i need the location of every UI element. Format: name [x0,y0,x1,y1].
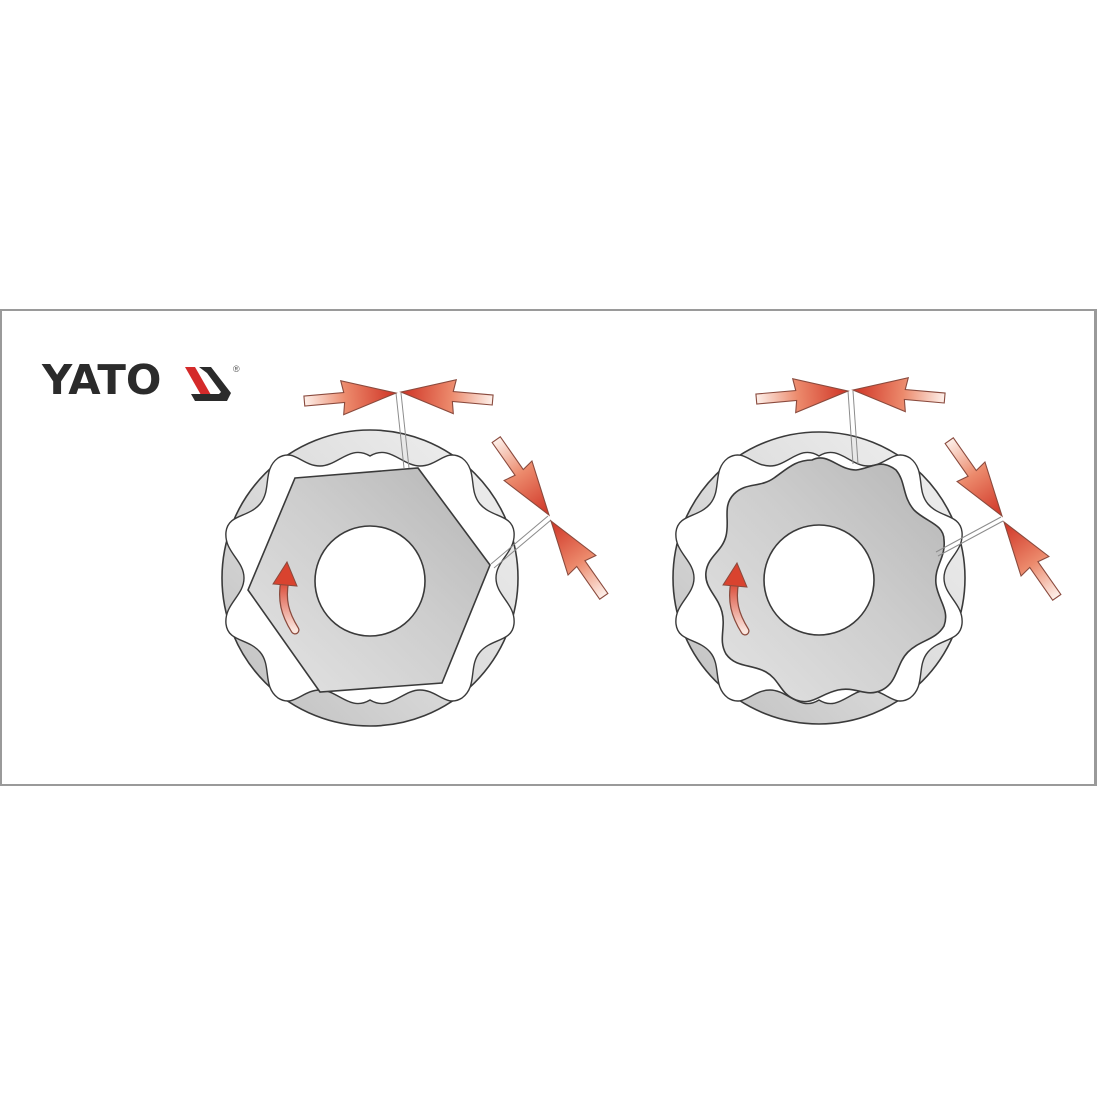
hex-nut-hole [314,525,426,637]
brand-name: YATO [42,356,162,404]
right-dimension-lines [847,390,1004,557]
left-top-arrows [302,374,495,419]
arrow-right-icon [302,375,399,419]
left-socket-hex [221,429,519,727]
arrow-left-icon [850,372,947,416]
right-socket-12pt [672,431,966,725]
arrow-up-left-icon [989,511,1072,608]
arrow-right-icon [754,373,851,417]
right-top-arrows [754,372,947,417]
yato-logo-mark-icon: ® [185,364,240,401]
arrow-up-left-icon [536,510,619,607]
arrow-left-icon [398,374,495,418]
twelve-point-hole [763,524,875,636]
brand-logo: YATO ® [42,356,240,404]
registered-mark: ® [233,364,240,374]
left-dimension-lines [395,392,552,569]
